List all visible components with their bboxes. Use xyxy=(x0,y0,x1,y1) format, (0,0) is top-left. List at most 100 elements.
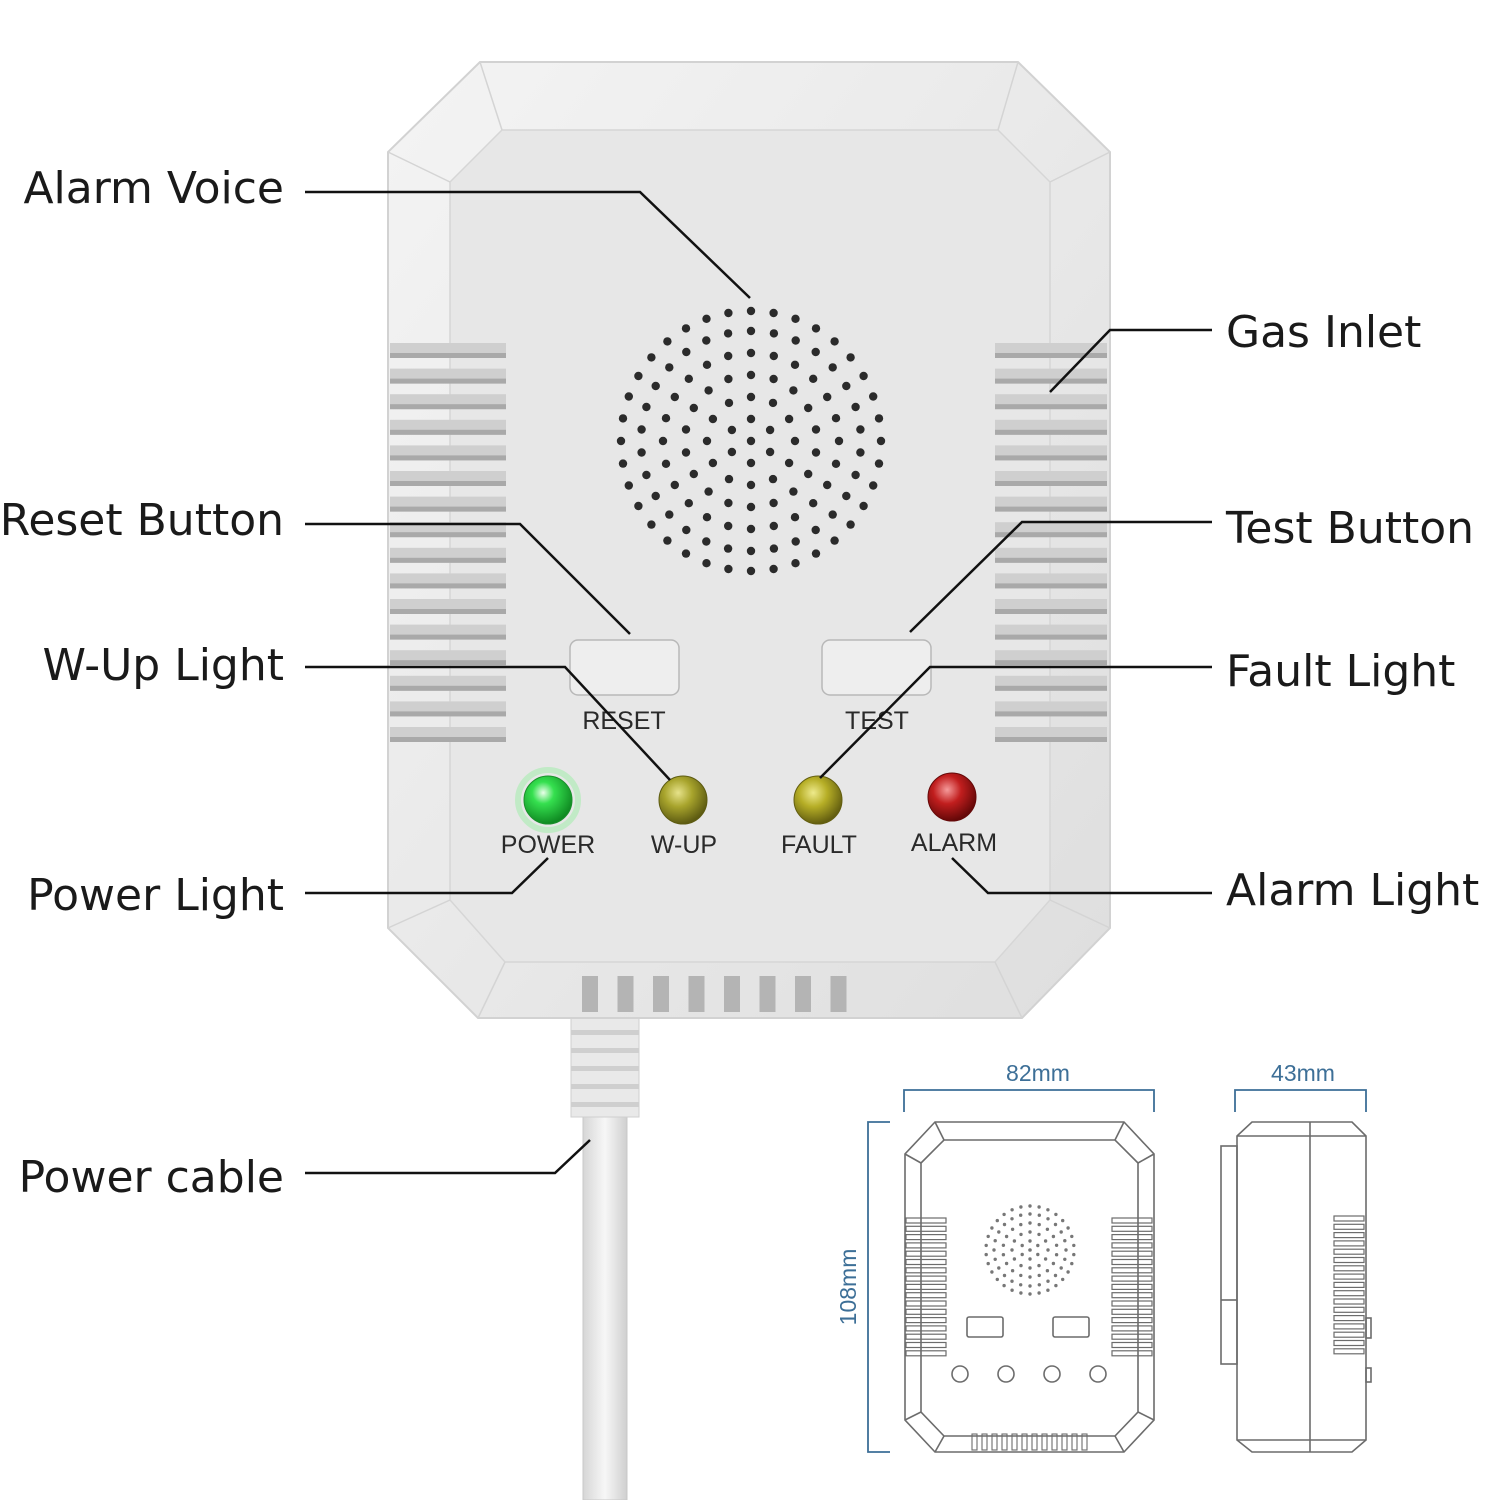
sketch-vent-slot xyxy=(1111,1333,1153,1340)
speaker-hole xyxy=(809,374,818,383)
vent-slot-shadow xyxy=(995,455,1107,461)
sketch-speaker-hole xyxy=(1036,1252,1040,1257)
sketch-speaker-hole xyxy=(1019,1222,1023,1227)
vent-slot-shadow xyxy=(995,481,1107,486)
sketch-bottom-vent xyxy=(971,1433,978,1451)
speaker-hole xyxy=(811,347,820,357)
bottom-vent-slot xyxy=(759,976,776,1012)
bottom-vent-slots xyxy=(582,976,847,1012)
vent-slot-shadow xyxy=(390,532,506,538)
sketch-vent-slot xyxy=(1111,1275,1153,1282)
speaker-hole xyxy=(874,459,884,468)
speaker-hole xyxy=(842,381,851,391)
power-led xyxy=(523,775,573,825)
sketch-speaker-hole xyxy=(1070,1234,1074,1239)
vent-slot-shadow xyxy=(390,557,506,563)
sketch-speaker-hole xyxy=(1054,1253,1059,1257)
sketch-speaker-hole xyxy=(1019,1213,1023,1217)
test-button[interactable] xyxy=(821,639,932,696)
sketch-vent-slot xyxy=(905,1350,947,1357)
speaker-hole xyxy=(651,381,660,391)
speaker-hole xyxy=(702,314,711,323)
bottom-vent-slot xyxy=(830,976,847,1012)
sketch-bottom-vent xyxy=(1061,1433,1068,1451)
vent-slot-shadow xyxy=(995,660,1107,666)
height-dimension: 108mm xyxy=(835,1249,861,1326)
sketch-speaker-hole xyxy=(1028,1284,1032,1288)
speaker-hole xyxy=(851,402,860,412)
speaker-hole xyxy=(682,347,691,357)
speaker-hole xyxy=(874,414,884,423)
speaker-hole xyxy=(723,544,733,553)
vent-slot-shadow xyxy=(995,557,1107,563)
sketch-vent-slot xyxy=(905,1333,947,1340)
speaker-hole xyxy=(663,337,672,346)
speaker-hole xyxy=(724,398,734,408)
sketch-speaker-hole xyxy=(1037,1213,1042,1217)
cable-rib xyxy=(571,1084,639,1089)
vent-slot-shadow xyxy=(390,609,506,614)
speaker-hole xyxy=(859,371,868,381)
sketch-vent-slot xyxy=(905,1250,947,1257)
dimension-lines xyxy=(867,1089,1367,1453)
sketch-speaker-hole xyxy=(1063,1239,1067,1243)
sketch-vent-slot xyxy=(905,1341,947,1349)
speaker-hole xyxy=(856,425,865,434)
speaker-hole xyxy=(769,544,779,553)
sketch-speaker-hole xyxy=(1051,1261,1056,1266)
sketch-speaker-hole xyxy=(1028,1239,1032,1243)
sketch-speaker-hole xyxy=(984,1243,988,1248)
alarm-led xyxy=(927,772,977,822)
speaker-hole xyxy=(704,386,713,395)
cable-rib xyxy=(571,1102,639,1107)
speaker-hole xyxy=(746,566,756,576)
vent-slot-shadow xyxy=(995,429,1107,435)
sketch-vent-slot xyxy=(905,1275,947,1282)
sketch-speaker-hole xyxy=(1061,1218,1065,1223)
sketch-speaker-hole xyxy=(1054,1212,1058,1217)
speaker-hole xyxy=(846,353,855,362)
speaker-hole xyxy=(637,448,646,457)
speaker-hole xyxy=(746,480,756,490)
sketch-vent-slot xyxy=(1111,1300,1153,1307)
sketch-speaker-hole xyxy=(1063,1257,1067,1262)
sketch-speaker-hole xyxy=(1028,1266,1032,1270)
sketch-speaker-hole xyxy=(1043,1239,1048,1243)
front-view-sketch xyxy=(904,1121,1155,1453)
sketch-vent-slot xyxy=(905,1316,947,1324)
reset-button[interactable] xyxy=(569,639,680,696)
vent-slot-shadow xyxy=(390,404,506,410)
sketch-speaker-hole xyxy=(1051,1234,1056,1239)
wup-led xyxy=(658,775,708,825)
sketch-speaker-hole xyxy=(1028,1292,1032,1296)
speaker-hole xyxy=(624,481,633,490)
speaker-hole xyxy=(724,498,733,508)
sketch-vent-slot xyxy=(1111,1267,1153,1274)
sketch-speaker-hole xyxy=(1004,1261,1009,1266)
sketch-speaker-hole xyxy=(1054,1243,1059,1248)
speaker-hole xyxy=(663,536,672,545)
sketch-vent-slot xyxy=(1111,1308,1153,1315)
vent-slot-shadow xyxy=(390,378,506,384)
vent-slot-shadow xyxy=(390,737,506,742)
sketch-speaker-hole xyxy=(986,1234,990,1239)
vent-slot-shadow xyxy=(390,429,506,435)
sketch-speaker-hole xyxy=(1002,1222,1007,1227)
callout-alarm-light: Alarm Light xyxy=(1226,865,1479,916)
speaker-hole xyxy=(834,436,844,446)
speaker-hole xyxy=(681,324,691,333)
speaker-hole xyxy=(682,525,691,535)
speaker-hole xyxy=(791,314,800,323)
fault-led xyxy=(793,775,843,825)
sketch-vent-slot xyxy=(905,1225,947,1232)
speaker-hole xyxy=(768,474,778,484)
depth-dimension: 43mm xyxy=(1271,1060,1335,1086)
sketch-vent-slot xyxy=(905,1325,947,1332)
callout-reset-button: Reset Button xyxy=(0,495,284,546)
speaker-hole xyxy=(830,536,839,545)
sketch-side-vent xyxy=(1333,1240,1365,1247)
sketch-bottom-vent xyxy=(1021,1433,1028,1451)
speaker-hole xyxy=(724,564,733,574)
sketch-speaker-hole xyxy=(1002,1283,1006,1288)
speaker-hole xyxy=(723,329,733,338)
